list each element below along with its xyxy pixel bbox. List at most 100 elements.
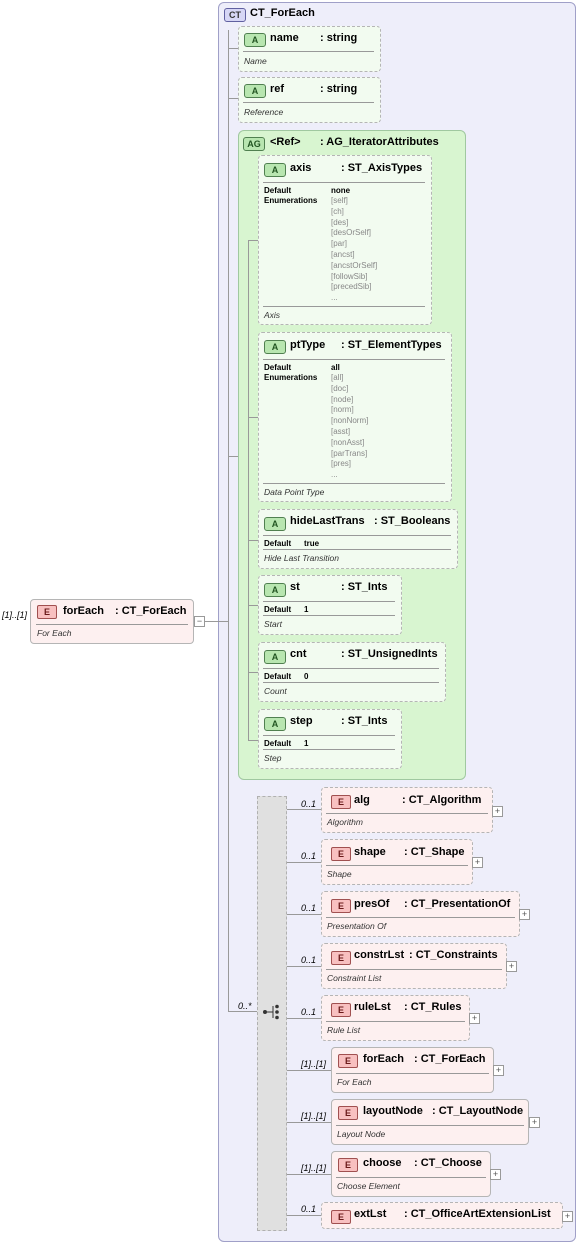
attribute-ptType[interactable]: A ptType : ST_ElementTypes Default all E… [258, 332, 452, 502]
child-connector [287, 1215, 321, 1216]
collapse-toggle[interactable]: − [194, 616, 205, 627]
attribute-label: ref [270, 83, 285, 95]
element-type: : CT_Algorithm [402, 794, 482, 806]
element-doc: Constraint List [327, 973, 382, 983]
element-doc: Algorithm [327, 817, 363, 827]
connector-ptType [248, 417, 258, 418]
attribute-badge: A [244, 33, 266, 47]
attribute-badge: A [264, 340, 286, 354]
element-type: : CT_Shape [404, 846, 465, 858]
default-label: Default [264, 539, 292, 548]
attribute-label: name [270, 32, 299, 44]
separator [263, 749, 395, 750]
complex-type-badge: CT [224, 8, 246, 22]
separator [326, 1021, 465, 1022]
attribute-badge: A [264, 517, 286, 531]
attribute-badge: A [264, 163, 286, 177]
child-connector [287, 966, 321, 967]
root-connector [203, 621, 229, 622]
root-element-doc: For Each [37, 628, 72, 638]
separator [326, 813, 488, 814]
child-element-constrLst[interactable]: E constrLst : CT_Constraints Constraint … [321, 943, 507, 989]
expand-toggle[interactable]: + [490, 1169, 501, 1180]
attribute-doc: Start [264, 619, 282, 629]
attribute-ref[interactable]: A ref : string Reference [238, 77, 381, 123]
sequence-compositor[interactable] [257, 796, 287, 1231]
expand-toggle[interactable]: + [492, 806, 503, 817]
child-element-choose[interactable]: E choose : CT_Choose Choose Element [331, 1151, 491, 1197]
connector-ag [228, 456, 238, 457]
attribute-badge: A [264, 583, 286, 597]
element-type: : CT_LayoutNode [432, 1105, 524, 1117]
expand-toggle[interactable]: + [562, 1211, 573, 1222]
connector-st [248, 605, 258, 606]
attribute-hideLastTrans[interactable]: A hideLastTrans : ST_Booleans Default tr… [258, 509, 458, 569]
child-element-alg[interactable]: E alg : CT_Algorithm Algorithm [321, 787, 493, 833]
attribute-type: : string [320, 83, 358, 95]
expand-toggle[interactable]: + [529, 1117, 540, 1128]
attribute-name[interactable]: A name : string Name [238, 26, 381, 72]
connector-axis [248, 240, 258, 241]
separator [263, 668, 439, 669]
default-label: Default [264, 363, 292, 372]
separator [263, 535, 451, 536]
child-cardinality: 0..1 [301, 1204, 317, 1214]
element-badge: E [338, 1158, 358, 1172]
connector-hideLastTrans [248, 540, 258, 541]
separator [336, 1125, 524, 1126]
expand-toggle[interactable]: + [506, 961, 517, 972]
attribute-type: : ST_UnsignedInts [341, 648, 438, 660]
default-label: Default [264, 605, 292, 614]
element-badge: E [331, 795, 351, 809]
attribute-cnt[interactable]: A cnt : ST_UnsignedInts Default 0 Count [258, 642, 446, 702]
child-element-shape[interactable]: E shape : CT_Shape Shape [321, 839, 473, 885]
element-badge: E [331, 1210, 351, 1224]
default-label: Default [264, 672, 292, 681]
attribute-axis[interactable]: A axis : ST_AxisTypes Default none Enume… [258, 155, 432, 325]
expand-toggle[interactable]: + [469, 1013, 480, 1024]
connector-name [228, 48, 238, 49]
attribute-doc: Hide Last Transition [264, 553, 339, 563]
child-connector [287, 1122, 331, 1123]
element-type: : CT_OfficeArtExtensionList [404, 1208, 551, 1220]
default-value: all [331, 363, 340, 372]
sequence-icon [263, 1004, 279, 1020]
attribute-doc: Count [264, 686, 287, 696]
root-element-forEach[interactable]: E forEach : CT_ForEach For Each [30, 599, 194, 644]
child-connector [287, 862, 321, 863]
child-element-presOf[interactable]: E presOf : CT_PresentationOf Presentatio… [321, 891, 520, 937]
separator [263, 735, 395, 736]
attribute-group-name: <Ref> [270, 136, 301, 148]
connector-ref [228, 98, 238, 99]
element-doc: Presentation Of [327, 921, 387, 931]
attribute-step[interactable]: A step : ST_Ints Default 1 Step [258, 709, 402, 769]
separator [336, 1177, 486, 1178]
attribute-st[interactable]: A st : ST_Ints Default 1 Start [258, 575, 402, 635]
element-badge: E [331, 951, 351, 965]
child-element-forEach[interactable]: E forEach : CT_ForEach For Each [331, 1047, 494, 1093]
attribute-doc: Axis [264, 310, 281, 320]
expand-toggle[interactable]: + [519, 909, 530, 920]
root-element-type: : CT_ForEach [115, 605, 187, 617]
expand-toggle[interactable]: + [472, 857, 483, 868]
child-element-extLst[interactable]: E extLst : CT_OfficeArtExtensionList [321, 1202, 563, 1229]
sequence-cardinality: 0..* [238, 1001, 252, 1011]
separator [36, 624, 188, 625]
expand-toggle[interactable]: + [493, 1065, 504, 1076]
element-name: forEach [363, 1053, 404, 1065]
separator [263, 549, 451, 550]
default-value: true [304, 539, 320, 548]
child-element-layoutNode[interactable]: E layoutNode : CT_LayoutNode Layout Node [331, 1099, 529, 1145]
element-name: ruleLst [354, 1001, 391, 1013]
enumerations-label: Enumerations [264, 373, 318, 382]
default-value: 0 [304, 672, 309, 681]
child-element-ruleLst[interactable]: E ruleLst : CT_Rules Rule List [321, 995, 470, 1041]
attribute-type: : ST_Ints [341, 581, 388, 593]
enumerations-list: [all] [doc] [node] [norm] [nonNorm] [ass… [331, 373, 369, 480]
attribute-group-type: : AG_IteratorAttributes [320, 136, 439, 148]
group-spine [248, 240, 249, 740]
attribute-group-badge: AG [243, 137, 265, 151]
separator [263, 615, 395, 616]
element-badge: E [37, 605, 57, 619]
child-cardinality: 0..1 [301, 851, 317, 861]
